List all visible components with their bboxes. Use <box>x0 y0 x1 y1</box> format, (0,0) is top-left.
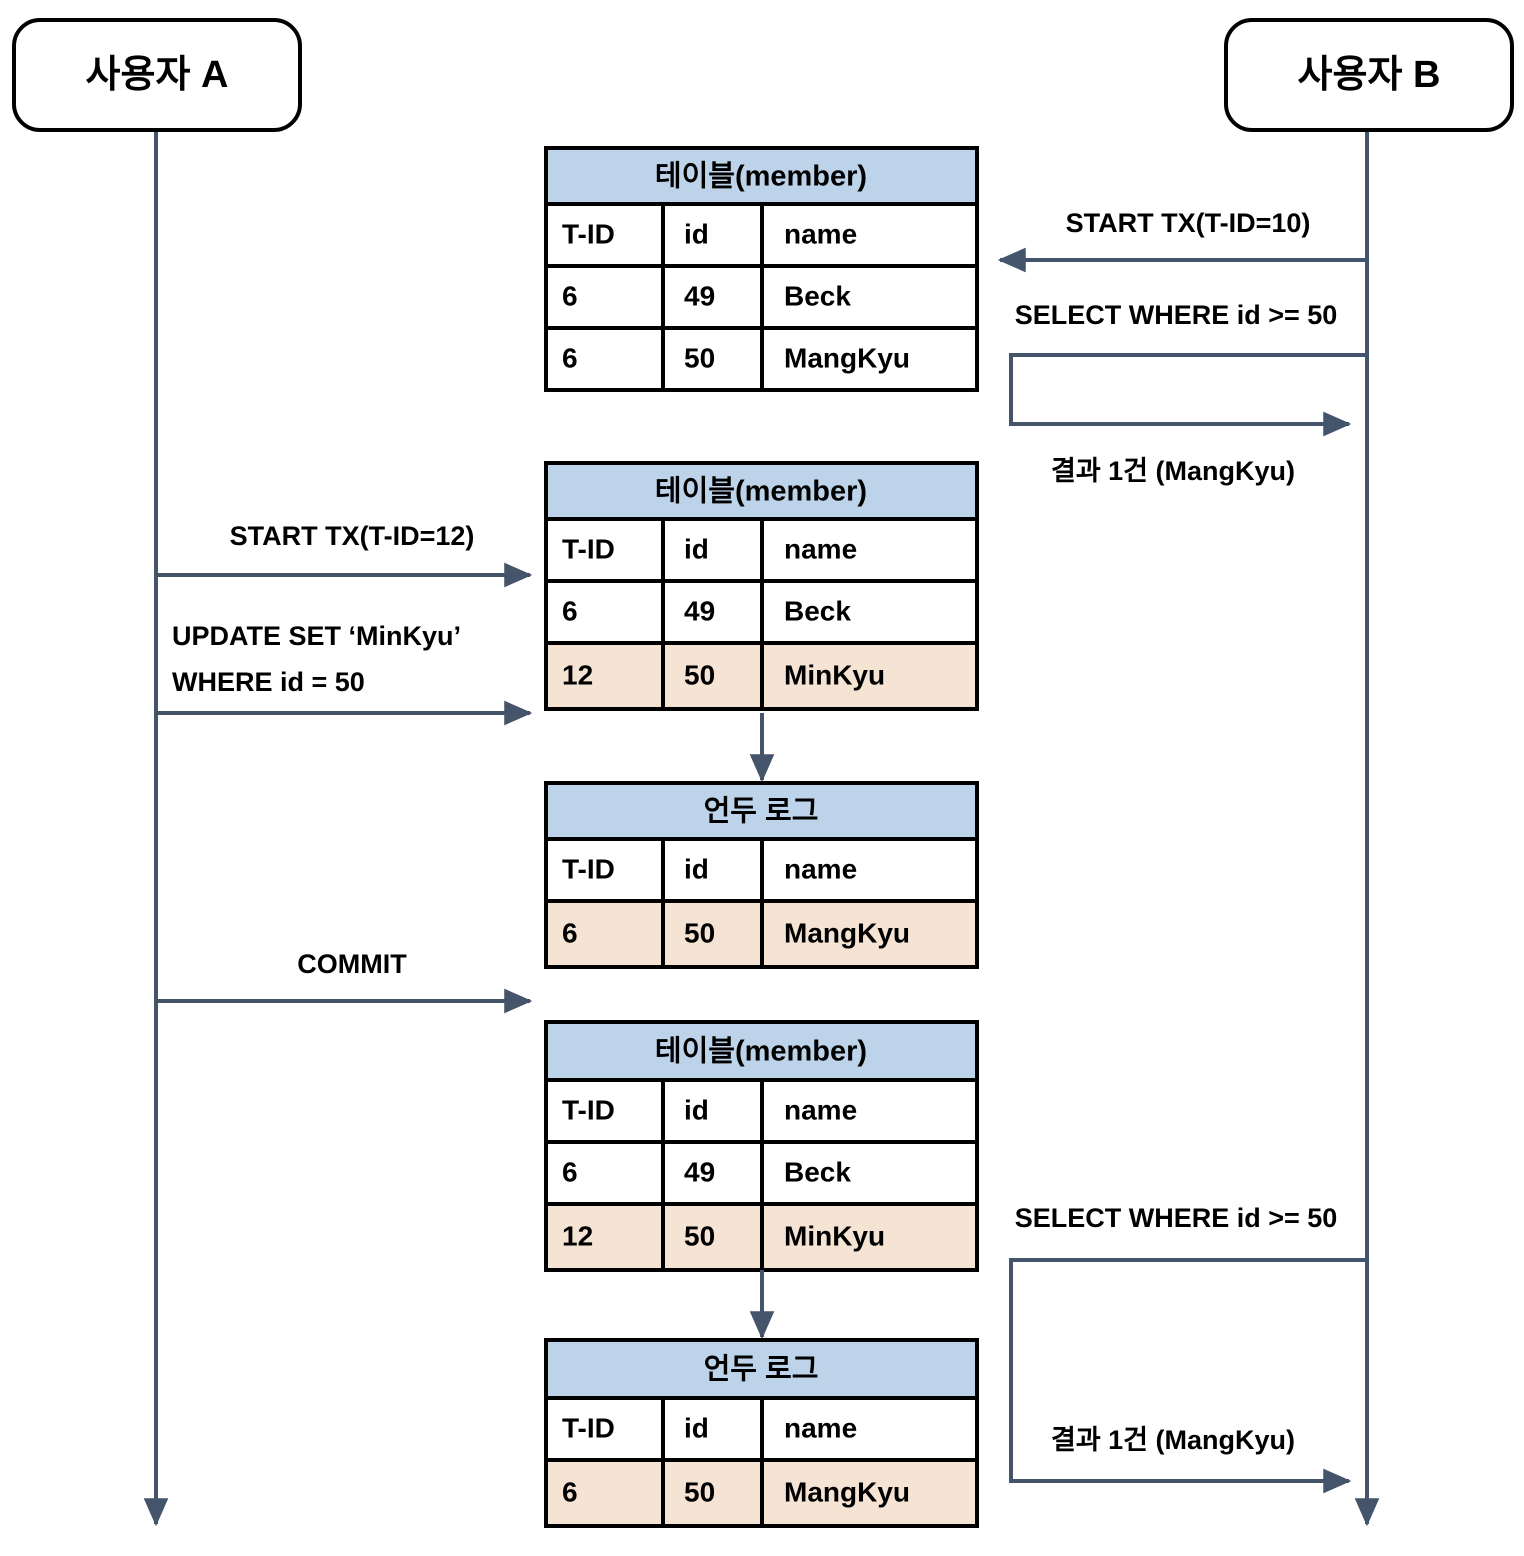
table-row: 50 <box>684 917 715 948</box>
table-undo-log-2: 언두 로그 T-ID id name 6 50 MangKyu <box>544 1338 979 1528</box>
message-arrow-select-loop-2 <box>1009 1258 1365 1494</box>
table-cell-highlighted <box>544 1202 665 1272</box>
message-label-update-line1: UPDATE SET ‘MinKyu’ <box>172 621 461 651</box>
table-member-1-title: 테이블(member) <box>655 160 867 193</box>
table-cell <box>544 1078 665 1144</box>
message-label-select-1: SELECT WHERE id >= 50 <box>1015 300 1338 330</box>
table-cell-highlighted <box>544 1458 665 1528</box>
table-cell <box>661 1078 764 1144</box>
table-row: 6 <box>562 917 578 948</box>
table-row: 50 <box>684 1476 715 1507</box>
table-cell <box>544 326 665 392</box>
table-column-header: T-ID <box>562 218 615 249</box>
table-cell <box>760 1078 979 1144</box>
table-row: MangKyu <box>784 917 910 948</box>
table-column-header: name <box>784 853 857 884</box>
table-row: 49 <box>684 595 715 626</box>
table-cell <box>760 202 979 268</box>
message-label-update-line2: WHERE id = 50 <box>172 667 365 697</box>
table-column-header: T-ID <box>562 1094 615 1125</box>
actor-a-label: 사용자 A <box>86 54 229 96</box>
table-column-header: id <box>684 1094 709 1125</box>
table-cell <box>760 517 979 583</box>
table-row: 49 <box>684 280 715 311</box>
table-column-header: name <box>784 218 857 249</box>
message-arrow-select-loop-1 <box>1009 353 1365 437</box>
table-row: 49 <box>684 1156 715 1187</box>
table-cell <box>544 579 665 645</box>
table-row: 12 <box>562 659 593 690</box>
table-row: MangKyu <box>784 342 910 373</box>
table-cell-highlighted <box>760 1202 979 1272</box>
table-undo-log-1: 언두 로그 T-ID id name 6 50 MangKyu <box>544 781 979 969</box>
actor-a-rect <box>12 18 302 132</box>
table-member-1: 테이블(member) T-ID id name 6 49 Beck 6 50 … <box>544 146 979 392</box>
table-row: 50 <box>684 1220 715 1251</box>
table-cell <box>760 579 979 645</box>
table-cell <box>760 264 979 330</box>
table-row: 6 <box>562 342 578 373</box>
table-column-header: id <box>684 1412 709 1443</box>
table-column-header: id <box>684 218 709 249</box>
table-column-header: name <box>784 1412 857 1443</box>
table-cell-highlighted <box>661 1202 764 1272</box>
actor-box-user-a[interactable]: 사용자 A <box>12 18 302 132</box>
table-cell <box>544 1140 665 1206</box>
table-member-2: 테이블(member) T-ID id name 6 49 Beck 12 50… <box>544 461 979 711</box>
table-row: Beck <box>784 1156 851 1187</box>
table-column-header: id <box>684 533 709 564</box>
table-row: MinKyu <box>784 659 885 690</box>
table-undo-2-title-cell <box>544 1338 979 1400</box>
message-label-result-1: 결과 1건 (MangKyu) <box>1051 456 1295 486</box>
table-row: Beck <box>784 280 851 311</box>
table-cell-highlighted <box>544 641 665 711</box>
actor-b-label: 사용자 B <box>1298 54 1441 96</box>
table-undo-1-title-cell <box>544 781 979 841</box>
table-cell <box>661 517 764 583</box>
message-label-result-2: 결과 1건 (MangKyu) <box>1051 1425 1295 1455</box>
table-undo-1-title: 언두 로그 <box>704 795 819 828</box>
table-member-2-title: 테이블(member) <box>655 475 867 508</box>
message-label-commit: COMMIT <box>297 949 407 979</box>
table-cell <box>760 326 979 392</box>
table-cell <box>661 837 764 903</box>
message-label-start-tx-a: START TX(T-ID=12) <box>230 521 475 551</box>
table-undo-2-title: 언두 로그 <box>704 1353 819 1386</box>
table-column-header: T-ID <box>562 533 615 564</box>
table-cell <box>544 517 665 583</box>
actor-b-rect <box>1224 18 1514 132</box>
table-row: 12 <box>562 1220 593 1251</box>
table-member-1-title-cell <box>544 146 979 206</box>
table-row: 6 <box>562 1476 578 1507</box>
table-column-header: name <box>784 533 857 564</box>
actor-box-user-b[interactable]: 사용자 B <box>1224 18 1514 132</box>
table-row: 50 <box>684 342 715 373</box>
table-row: MinKyu <box>784 1220 885 1251</box>
table-row: 6 <box>562 1156 578 1187</box>
table-column-header: name <box>784 1094 857 1125</box>
table-cell <box>544 1396 665 1462</box>
table-cell-highlighted <box>760 641 979 711</box>
table-row: 6 <box>562 280 578 311</box>
table-column-header: T-ID <box>562 853 615 884</box>
table-cell <box>544 837 665 903</box>
table-member-3: 테이블(member) T-ID id name 6 49 Beck 12 50… <box>544 1020 979 1272</box>
table-cell-highlighted <box>760 1458 979 1528</box>
table-cell <box>661 326 764 392</box>
table-column-header: T-ID <box>562 1412 615 1443</box>
table-row: Beck <box>784 595 851 626</box>
table-row: 50 <box>684 659 715 690</box>
table-member-3-title: 테이블(member) <box>655 1035 867 1068</box>
table-row: 6 <box>562 595 578 626</box>
message-label-start-tx-b: START TX(T-ID=10) <box>1066 208 1311 238</box>
table-cell <box>760 1140 979 1206</box>
table-column-header: id <box>684 853 709 884</box>
message-label-select-2: SELECT WHERE id >= 50 <box>1015 1203 1338 1233</box>
table-cell <box>661 1396 764 1462</box>
table-cell <box>661 202 764 268</box>
table-row: MangKyu <box>784 1476 910 1507</box>
table-cell-highlighted <box>760 899 979 969</box>
